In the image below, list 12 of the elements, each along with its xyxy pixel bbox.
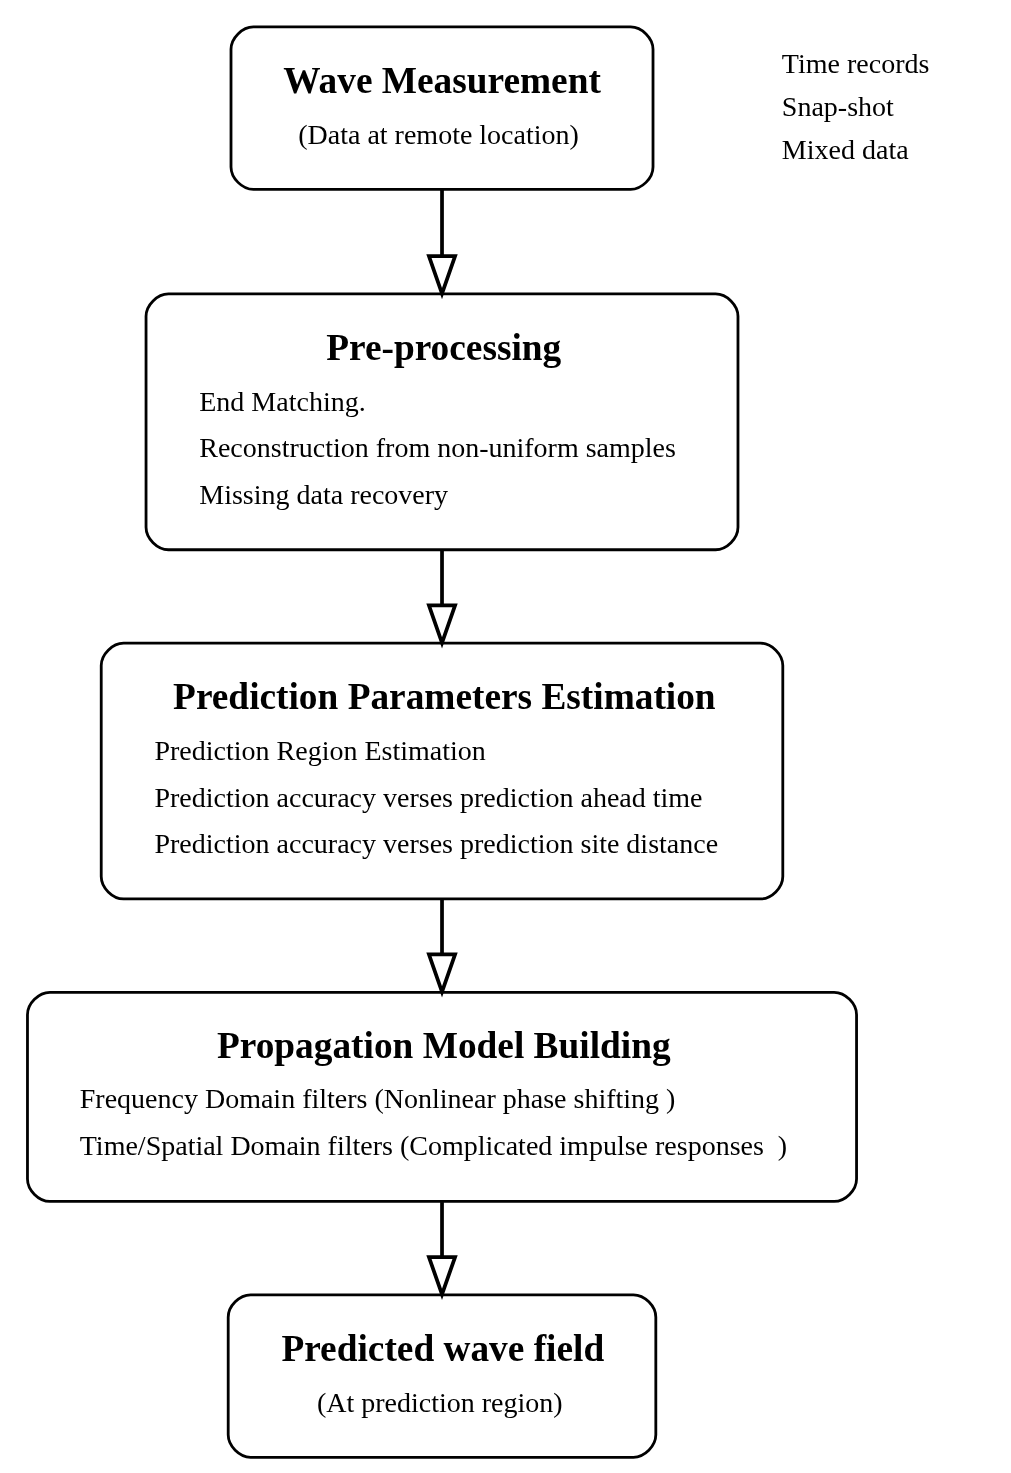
arrow: [426, 549, 458, 649]
node-box: Pre-processing End Matching. Reconstruction from non-uniform samples Missing data recovery: [144, 292, 740, 552]
node-box: Predicted wave field (At prediction region): [226, 1293, 658, 1459]
arrow: [426, 1202, 458, 1301]
node-box: Wave Measurement (Data at remote location): [229, 25, 655, 191]
node-box: Prediction Parameters Estimation Prediction Region Estimation Prediction accuracy verses prediction ahead time Prediction accuracy verses prediction site distance: [99, 641, 785, 901]
arrow: [426, 189, 458, 300]
label: Time records: [781, 47, 930, 79]
arrow: [426, 899, 458, 998]
label: Mixed data: [781, 133, 909, 165]
label: Snap-shot: [781, 90, 894, 122]
node-box: Propagation Model Building Frequency Domain filters (Nonlinear phase shifting ) Time/Spatial Domain filters (Complicated impulse responses ): [26, 990, 858, 1203]
